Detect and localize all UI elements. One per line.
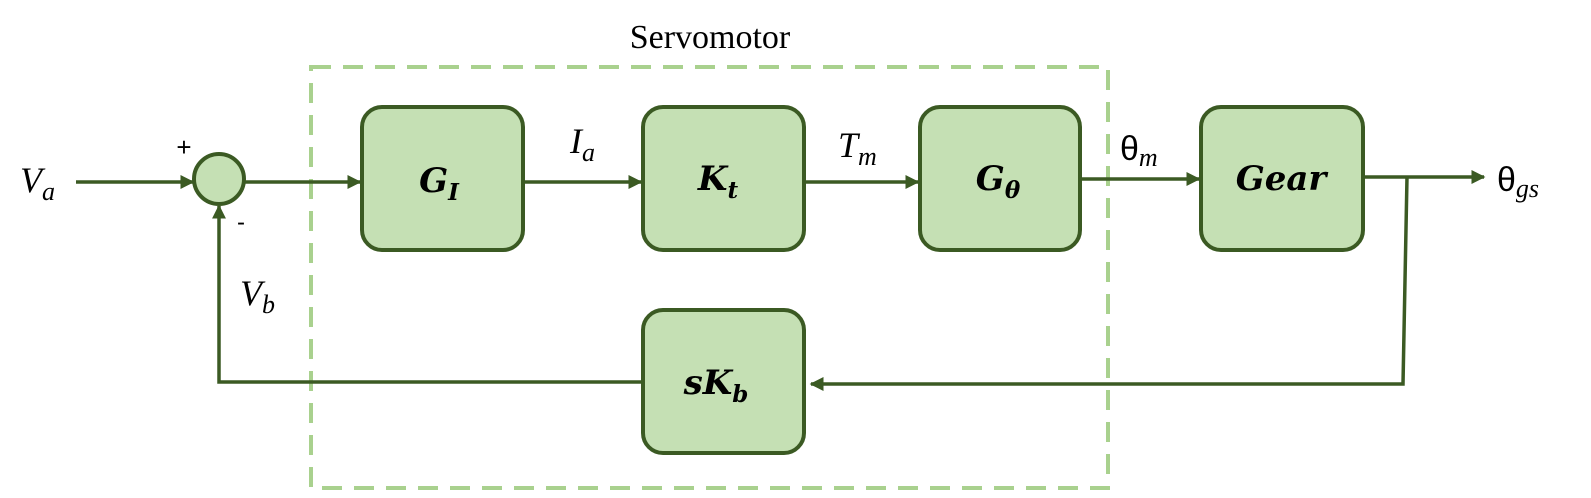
summing-minus-sign: - <box>237 209 245 236</box>
gi-block <box>360 105 525 252</box>
thetags-label: θgs <box>1497 161 1539 203</box>
va-label-main: V <box>20 160 46 200</box>
skb-label-sub: b <box>732 381 748 408</box>
gi-block-label: GI <box>419 161 460 206</box>
servomotor-group-title: Servomotor <box>630 19 791 56</box>
thetam-label-sub: m <box>1139 143 1158 172</box>
gear-block <box>1199 105 1365 252</box>
gi-label-sub: I <box>447 179 460 206</box>
thetags-label-main: θ <box>1497 161 1516 199</box>
gtheta-block-label: Gθ <box>976 159 1021 204</box>
ia-label-sub: a <box>582 138 595 167</box>
skb-block <box>641 308 806 455</box>
kt-block <box>641 105 806 252</box>
thetam-label-main: θ <box>1120 130 1139 168</box>
vb-label-sub: b <box>262 290 275 319</box>
vb-label: Vb <box>240 273 275 319</box>
feedback-path-to-skb <box>809 176 1409 391</box>
va-label: Va <box>20 160 55 206</box>
summing-junction <box>192 152 246 206</box>
gear-block-label: Gear <box>1236 159 1329 199</box>
servomotor-group-box <box>309 65 1110 490</box>
kt-block-label: Kt <box>697 159 739 204</box>
skb-block-label: sKb <box>683 363 749 408</box>
thetam-label: θm <box>1120 130 1158 172</box>
feedback-path-to-sum <box>212 204 642 384</box>
gi-label-main: G <box>419 161 448 201</box>
gtheta-block <box>918 105 1082 252</box>
kt-label-main: K <box>697 159 729 199</box>
tm-label-main: T <box>838 125 861 165</box>
va-label-sub: a <box>42 177 55 206</box>
skb-label-main: sK <box>683 363 734 403</box>
ia-label-main: I <box>569 121 584 161</box>
kt-label-sub: t <box>727 177 738 204</box>
thetags-label-sub: gs <box>1516 174 1539 203</box>
ia-label: Ia <box>569 121 595 167</box>
gtheta-label-sub: θ <box>1005 177 1021 204</box>
vb-label-main: V <box>240 273 266 313</box>
tm-label: Tm <box>838 125 877 171</box>
gtheta-label-main: G <box>976 159 1005 199</box>
summing-plus-sign: + <box>176 132 191 162</box>
tm-label-sub: m <box>858 142 877 171</box>
